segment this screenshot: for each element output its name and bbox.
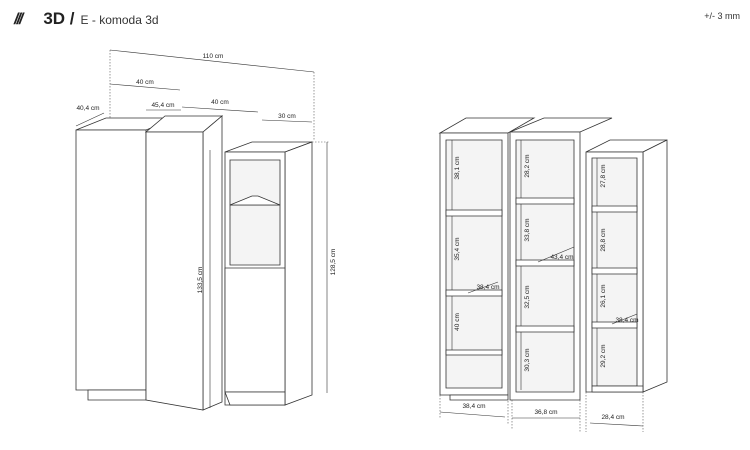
dim-right-col-shelf: 38,4 cm xyxy=(615,317,638,324)
dim-right-depth: 30 cm xyxy=(278,113,296,120)
page-subtitle: E - komoda 3d xyxy=(80,13,159,27)
dim-line-left-depth xyxy=(109,83,181,91)
dim-right-height: 128,5 cm xyxy=(330,249,337,276)
left-column-shelf-3 xyxy=(445,349,503,356)
left-unit-front xyxy=(75,129,147,391)
dim-left-depth: 40 cm xyxy=(136,79,154,86)
center-column-shelf-3 xyxy=(515,325,575,333)
brand-logo: /// xyxy=(14,11,23,28)
center-unit-side xyxy=(202,115,223,411)
dim-center-col-h1: 28,2 cm xyxy=(524,154,531,177)
dim-right-col-h3: 26,1 cm xyxy=(600,284,607,307)
dim-center-height: 133,5 cm xyxy=(197,267,204,294)
left-column-shelf-1 xyxy=(445,209,503,217)
dim-line-total-width xyxy=(109,49,315,73)
dim-bottom-width-3: 28,4 cm xyxy=(601,414,624,421)
right-column-shelf-2 xyxy=(591,267,638,275)
right-column-shelf-4 xyxy=(591,385,644,393)
dim-center-depth: 40 cm xyxy=(211,99,229,106)
center-unit-front xyxy=(145,131,204,411)
left-column-interior xyxy=(445,139,503,389)
right-column-shelf-3 xyxy=(591,321,638,329)
page-header: /// 3D / E - komoda 3d xyxy=(14,9,159,29)
right-unit-shelf-top xyxy=(229,195,281,206)
dim-right-col-h1: 27,8 cm xyxy=(600,164,607,187)
dim-left-col-shelf: 38,4 cm xyxy=(476,284,499,291)
left-unit-plinth xyxy=(87,389,147,401)
right-unit-plinth xyxy=(224,391,286,406)
right-unit-opening xyxy=(229,159,281,266)
left-column-shelf-2 xyxy=(445,289,503,297)
dim-left-col-h1: 38,1 cm xyxy=(454,156,461,179)
dim-line-center-depth xyxy=(181,106,259,113)
dim-center-col-shelf: 43,4 cm xyxy=(550,254,573,261)
dim-bottom-width-1: 38,4 cm xyxy=(462,403,485,410)
right-unit-side xyxy=(284,141,313,406)
left-column-plinth xyxy=(449,394,509,401)
right-column-shelf-1 xyxy=(591,205,638,213)
dim-left-col-h3: 40 cm xyxy=(454,313,461,331)
dim-right-col-h4: 29,2 cm xyxy=(600,344,607,367)
dim-center-col-h3: 32,5 cm xyxy=(524,285,531,308)
page-title: 3D / xyxy=(43,9,75,28)
right-unit-door xyxy=(224,267,286,393)
dim-line-right-depth xyxy=(261,119,313,123)
tolerance-note: +/- 3 mm xyxy=(704,11,740,21)
dim-left-side: 40,4 cm xyxy=(76,105,99,112)
dim-left-col-h2: 35,4 cm xyxy=(454,237,461,260)
dim-line-left-side xyxy=(75,112,105,127)
dim-center-front: 45,4 cm xyxy=(151,102,174,109)
dim-total-width: 110 cm xyxy=(203,53,224,60)
left-cabinet-view: 110 cm 40 cm 40,4 cm 45,4 cm 40 cm 30 cm… xyxy=(75,49,337,411)
dim-right-col-h2: 28,8 cm xyxy=(600,228,607,251)
right-shelving-view: 38,1 cm 35,4 cm 40 cm 38,4 cm 28,2 cm 33… xyxy=(438,117,668,432)
dim-bottom-width-2: 36,8 cm xyxy=(534,409,557,416)
right-column-side xyxy=(642,139,668,393)
center-column-shelf-2 xyxy=(515,259,575,267)
dim-center-col-h2: 33,8 cm xyxy=(524,218,531,241)
dim-center-col-h4: 30,3 cm xyxy=(524,348,531,371)
center-column-shelf-1 xyxy=(515,197,575,205)
